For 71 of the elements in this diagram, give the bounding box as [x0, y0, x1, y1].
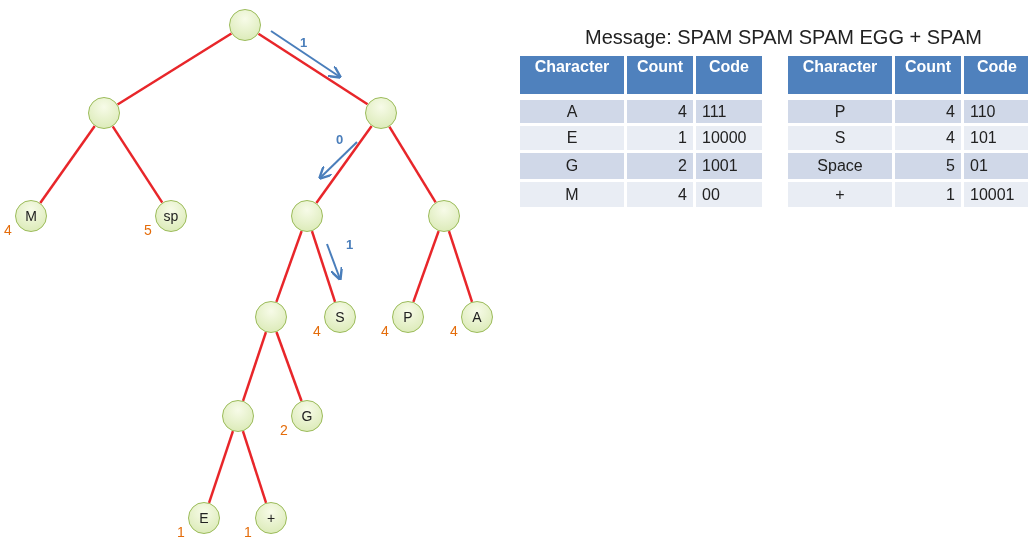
tree-edge	[315, 125, 373, 204]
tree-node-circle	[428, 200, 460, 232]
table-cell: 10000	[696, 126, 762, 150]
table-cell: M	[520, 182, 624, 207]
tree-node-circle	[365, 97, 397, 129]
table-cell: 101	[964, 126, 1028, 150]
bit-label: 1	[300, 36, 308, 49]
title: Message: SPAM SPAM SPAM EGG + SPAM	[585, 26, 982, 48]
tree-node-circle: E	[188, 502, 220, 534]
table-cell: 4	[895, 126, 961, 150]
table-cell: 110	[964, 100, 1028, 123]
table-cell: +	[788, 182, 892, 207]
count-label: 4	[450, 324, 458, 338]
header-cell: Code	[964, 56, 1028, 94]
tree-edge	[111, 125, 164, 204]
table-cell: 00	[696, 182, 762, 207]
count-label: 1	[244, 525, 252, 539]
header-cell: Count	[895, 56, 961, 94]
table-cell: Space	[788, 153, 892, 179]
tree-edge	[257, 32, 369, 106]
table-cell: A	[520, 100, 624, 123]
tree-edge	[310, 230, 337, 303]
table-cell: 01	[964, 153, 1028, 179]
tree-node-circle: sp	[155, 200, 187, 232]
tree-edge	[412, 230, 440, 303]
tree-node-circle: A	[461, 301, 493, 333]
tree-edge	[447, 230, 474, 303]
table-cell: 1001	[696, 153, 762, 179]
tree-edge	[275, 230, 303, 303]
tree-node-circle: G	[291, 400, 323, 432]
tree-edge	[388, 126, 437, 203]
tree-edge	[116, 32, 233, 106]
tree-edge	[207, 430, 235, 504]
header-cell: Count	[627, 56, 693, 94]
table-cell: 2	[627, 153, 693, 179]
table-cell: P	[788, 100, 892, 123]
tree-node-circle	[222, 400, 254, 432]
tree-edge	[241, 430, 268, 504]
count-label: 4	[313, 324, 321, 338]
tree-node-circle: S	[324, 301, 356, 333]
table-cell: 111	[696, 100, 762, 123]
count-label: 5	[144, 223, 152, 237]
table-cell: E	[520, 126, 624, 150]
table-cell: 4	[895, 100, 961, 123]
header-cell: Character	[788, 56, 892, 94]
tree-node-circle	[291, 200, 323, 232]
table-cell: 10001	[964, 182, 1028, 207]
tree-edge	[39, 125, 96, 204]
table-cell: 5	[895, 153, 961, 179]
tree-edge	[241, 331, 268, 402]
table-cell: 4	[627, 100, 693, 123]
bit-label: 0	[336, 133, 344, 146]
count-label: 4	[4, 223, 12, 237]
count-label: 2	[280, 423, 288, 437]
table-cell: S	[788, 126, 892, 150]
tree-node-circle: P	[392, 301, 424, 333]
tree-node-circle	[255, 301, 287, 333]
table-cell: G	[520, 153, 624, 179]
count-label: 4	[381, 324, 389, 338]
tree-node-circle	[229, 9, 261, 41]
tree-node-circle: M	[15, 200, 47, 232]
tree-node-circle	[88, 97, 120, 129]
count-label: 1	[177, 525, 185, 539]
tree-edge	[275, 331, 303, 402]
table-cell: 1	[627, 126, 693, 150]
tree-node-circle: +	[255, 502, 287, 534]
table-cell: 1	[895, 182, 961, 207]
header-cell: Character	[520, 56, 624, 94]
bit-label: 1	[346, 238, 354, 251]
header-cell: Code	[696, 56, 762, 94]
table-cell: 4	[627, 182, 693, 207]
